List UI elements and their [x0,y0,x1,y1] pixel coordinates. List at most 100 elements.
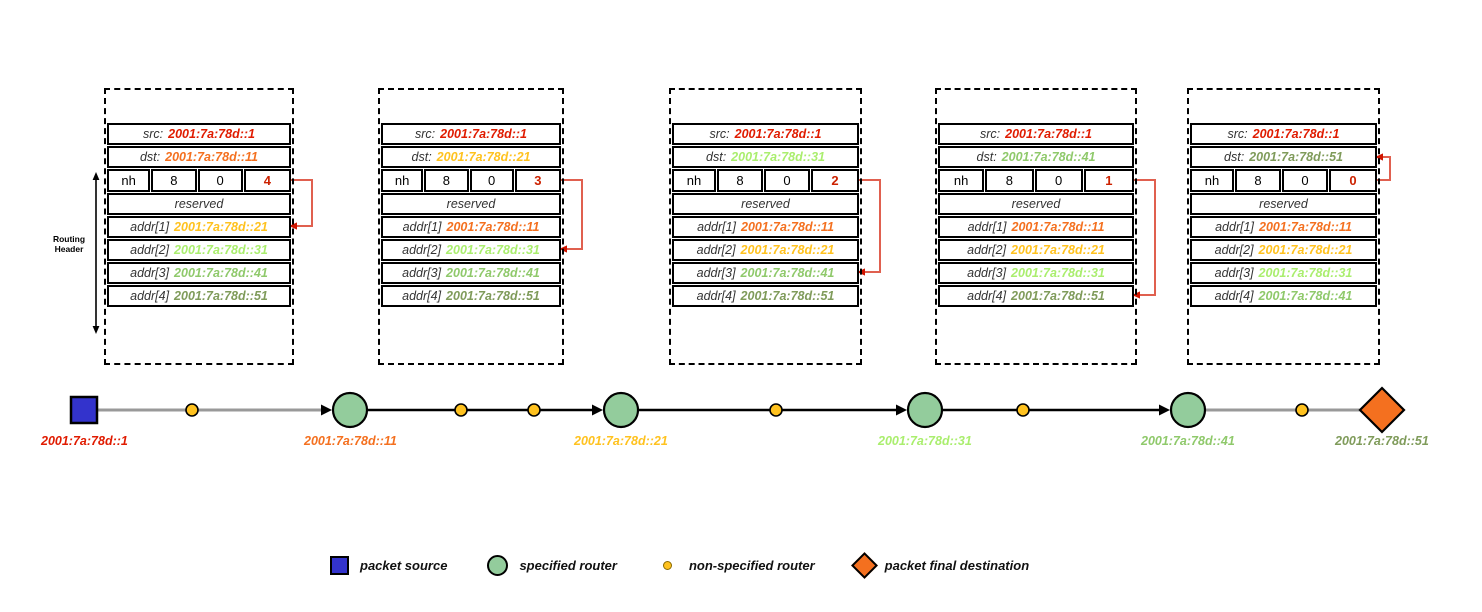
packet-at-hop-3-addr1-label: addr[1] [697,220,737,234]
legend-packet-final-destination: packet final destination [850,551,1030,579]
packet-at-hop-3-src-label: src: [709,127,730,141]
packet-at-hop-1-addr2-value: 2001:7a:78d::31 [174,243,268,257]
packet-at-hop-3-addr4-value: 2001:7a:78d::51 [740,289,835,303]
legend-nonspecified-router-swatch-icon [662,560,672,570]
node-router-31-label: 2001:7a:78d::31 [878,434,972,448]
packet-at-hop-2-src-value: 2001:7a:78d::1 [440,127,527,141]
packet-at-hop-5-dst-value: 2001:7a:78d::51 [1249,150,1343,164]
node-router-31[interactable] [906,391,944,429]
packet-at-hop-3-segments-left-cell: 2 [811,169,859,192]
packet-at-hop-2 [378,88,564,365]
legend-packet-final-destination-label: packet final destination [884,557,1030,573]
link-arrowhead [592,404,603,416]
packet-at-hop-5-addr1-label: addr[1] [1215,220,1255,234]
routing-header-label: Routing Header [46,234,92,254]
node-router-21-label: 2001:7a:78d::21 [574,434,668,448]
packet-at-hop-1-routing-type-cell: 0 [197,169,243,192]
packet-at-hop-4-next-header-cell: nh [938,169,985,192]
packet-at-hop-2-addr1-label: addr[1] [402,220,442,234]
packet-at-hop-4-routing-type-cell: 0 [1034,169,1083,192]
packet-at-hop-3 [669,88,862,365]
packet-at-hop-5-addr4: addr[4]2001:7a:78d::41 [1190,285,1377,307]
packet-at-hop-4-dst-label: dst: [976,150,997,164]
packet-at-hop-4-addr3: addr[3]2001:7a:78d::31 [938,262,1134,284]
packet-at-hop-5-routing-type-cell: 0 [1282,169,1329,192]
packet-at-hop-5-segments-left-cell: 0 [1329,169,1377,192]
packet-at-hop-2-addr2-label: addr[2] [402,243,442,257]
packet-at-hop-2-addr3-value: 2001:7a:78d::41 [446,266,540,280]
packet-at-hop-2-addr1-value: 2001:7a:78d::11 [446,220,540,234]
packet-at-hop-5-src-label: src: [1227,127,1248,141]
packet-at-hop-5-addr2-value: 2001:7a:78d::21 [1258,243,1353,257]
packet-at-hop-2-dst-value: 2001:7a:78d::21 [436,150,531,164]
packet-at-hop-5-addr4-value: 2001:7a:78d::41 [1258,289,1353,303]
legend-specified-router-label: specified router [519,557,617,573]
packet-at-hop-3-addr2-label: addr[2] [696,243,736,257]
packet-at-hop-3-src: src:2001:7a:78d::1 [672,123,859,145]
packet-at-hop-1-addr4: addr[4]2001:7a:78d::51 [107,285,291,307]
node-packet-destination[interactable] [1358,386,1406,434]
node-nonspecified-3[interactable] [527,403,541,417]
packet-at-hop-1-next-header-cell: nh [107,169,151,192]
packet-at-hop-5-src-value: 2001:7a:78d::1 [1252,127,1340,141]
packet-at-hop-2-routing-type-cell: 0 [469,169,514,192]
node-packet-source[interactable] [69,395,99,425]
node-nonspecified-4[interactable] [769,403,783,417]
packet-at-hop-4-reserved: reserved [938,193,1134,215]
routing-header-bracket [92,172,100,334]
packet-at-hop-3-routing-type-cell: 0 [764,169,811,192]
legend-specified-router: specified router [487,554,617,576]
packet-at-hop-2-segments-left-cell: 3 [514,169,561,192]
packet-at-hop-1-src-label: src: [143,127,164,141]
packet-at-hop-1-addr4-label: addr[4] [130,289,170,303]
packet-at-hop-2-addr1: addr[1] 2001:7a:78d::11 [381,216,561,238]
packet-at-hop-3-hdr-ext-len-cell: 8 [717,169,764,192]
packet-at-hop-5-addr1: addr[1] 2001:7a:78d::11 [1190,216,1377,238]
node-router-21[interactable] [602,391,640,429]
packet-at-hop-1-addr3: addr[3] 2001:7a:78d::41 [107,262,291,284]
packet-at-hop-1-src-value: 2001:7a:78d::1 [168,127,255,141]
packet-at-hop-1-dst-value: 2001:7a:78d::11 [165,150,259,164]
packet-at-hop-2-next-header-cell: nh [381,169,424,192]
packet-at-hop-5-dst-label: dst: [1224,150,1245,164]
link-arrowhead [1159,404,1170,416]
packet-at-hop-4-hdr-ext-len-cell: 8 [985,169,1034,192]
node-nonspecified-2[interactable] [454,403,468,417]
node-nonspecified-6[interactable] [1295,403,1309,417]
link-arrowhead [896,404,907,416]
packet-at-hop-5-reserved: reserved [1190,193,1377,215]
packet-at-hop-2-addr4: addr[4]2001:7a:78d::51 [381,285,561,307]
packet-at-hop-5 [1187,88,1380,365]
node-router-11-label: 2001:7a:78d::11 [304,434,397,448]
packet-at-hop-1-addr3-label: addr[3] [130,266,170,280]
packet-at-hop-3-addr1-value: 2001:7a:78d::11 [741,220,834,234]
node-router-11[interactable] [331,391,369,429]
packet-at-hop-1-addr3-value: 2001:7a:78d::41 [174,266,268,280]
packet-at-hop-5-addr1-value: 2001:7a:78d::11 [1259,220,1352,234]
node-nonspecified-1[interactable] [185,403,199,417]
packet-at-hop-3-next-header-cell: nh [672,169,717,192]
packet-at-hop-3-addr2: addr[2]2001:7a:78d::21 [672,239,859,261]
packet-at-hop-3-addr4-label: addr[4] [696,289,736,303]
node-router-41[interactable] [1169,391,1207,429]
packet-at-hop-3-dst-value: 2001:7a:78d::31 [731,150,825,164]
packet-at-hop-1-dst-label: dst: [139,150,161,164]
packet-at-hop-2-reserved: reserved [381,193,561,215]
node-nonspecified-5[interactable] [1016,403,1030,417]
packet-at-hop-4-segments-left-cell: 1 [1083,169,1134,192]
packet-at-hop-2-src: src:2001:7a:78d::1 [381,123,561,145]
packet-at-hop-5-addr2-label: addr[2] [1214,243,1254,257]
packet-at-hop-2-dst: dst:2001:7a:78d::21 [381,146,561,168]
packet-at-hop-4-dst-value: 2001:7a:78d::41 [1001,150,1096,164]
routing-header-label-line1: Routing [52,234,86,244]
packet-at-hop-1-addr2: addr[2]2001:7a:78d::31 [107,239,291,261]
packet-at-hop-3-addr3-value: 2001:7a:78d::41 [740,266,835,280]
packet-at-hop-2-addr2-value: 2001:7a:78d::31 [446,243,540,257]
packet-at-hop-3-addr1: addr[1] 2001:7a:78d::11 [672,216,859,238]
packet-at-hop-2-addr2: addr[2] 2001:7a:78d::31 [381,239,561,261]
packet-at-hop-1-reserved: reserved [107,193,291,215]
legend-nonspecified-router-label: non-specified router [688,557,815,573]
